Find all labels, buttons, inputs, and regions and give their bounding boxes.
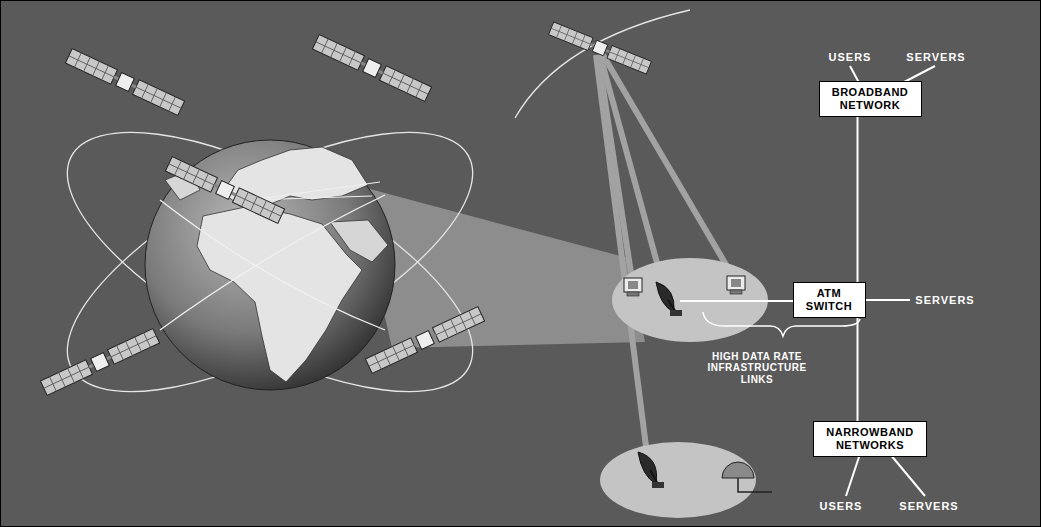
caption-label: SERVERS [915, 294, 974, 307]
satellite [165, 157, 284, 224]
caption-label: USERS [820, 500, 863, 513]
gateway-dish [656, 282, 682, 316]
network-link [857, 318, 859, 422]
satellite [365, 307, 484, 374]
ground-station [722, 462, 772, 492]
box-label: NARROWBAND NETWORKS [822, 426, 918, 451]
network-box: BROADBAND NETWORK [819, 81, 922, 116]
crosslinks [250, 182, 380, 200]
caption-label: SERVERS [899, 500, 958, 513]
satellite [65, 49, 184, 116]
network-link [857, 117, 859, 283]
user-terminal [624, 278, 642, 296]
ground-cell [600, 442, 756, 518]
arabia [330, 220, 388, 262]
box-label: BROADBAND NETWORK [828, 86, 913, 111]
caption-label: SERVERS [906, 51, 965, 64]
wires [680, 66, 935, 496]
caption-label: HIGH DATA RATE INFRASTRUCTURE LINKS [702, 351, 812, 386]
coverage-beam [355, 185, 645, 348]
satellite [549, 22, 652, 74]
spot-beams [596, 55, 735, 462]
globe [145, 140, 395, 390]
satellite [312, 35, 431, 102]
user-terminal [727, 276, 745, 294]
box-label: ATM SWITCH [802, 287, 857, 312]
gateway-dish [638, 452, 664, 488]
network-box: NARROWBAND NETWORKS [813, 421, 927, 456]
network-box: ATM SWITCH [793, 282, 866, 317]
satellite [40, 329, 159, 396]
orbit-lines [31, 81, 508, 442]
caption-label: USERS [829, 51, 872, 64]
